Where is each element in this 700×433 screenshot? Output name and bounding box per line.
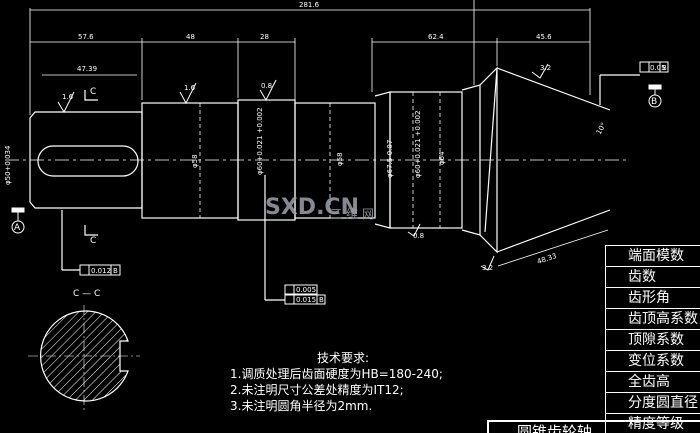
roughness-6: 0.8	[413, 232, 424, 240]
tol-3: 0.05	[650, 64, 666, 72]
section-cut-marks	[61, 74, 640, 301]
table-row: 齿形角	[606, 288, 700, 309]
dim-dia6: φ60+0.021 +0.002	[414, 110, 422, 178]
dim-d1: 57.6	[78, 33, 94, 41]
dim-d5: 45.6	[536, 33, 552, 41]
roughness-5: 3.2	[482, 264, 493, 272]
cut-label-bottom: C	[90, 236, 96, 246]
table-row: 齿顶高系数	[606, 309, 700, 330]
tol-1: 0.012	[91, 267, 111, 275]
roughness-symbols	[57, 63, 549, 271]
tol-2b: 0.015	[296, 296, 316, 304]
dim-dia3: φ60+0.021 +0.002	[256, 107, 264, 175]
dim-d3: 28	[260, 33, 269, 41]
table-row: 全齿高	[606, 372, 700, 393]
keyway-slot	[37, 145, 139, 177]
roughness-3: 0.8	[261, 82, 272, 90]
gear-parameter-table: 端面模数 齿数 齿形角 齿顶高系数 顶隙系数 变位系数 全齿高 分度圆直径 精度…	[605, 245, 700, 433]
angle-10: 10°	[595, 121, 608, 136]
technical-notes: 技术要求: 1.调质处理后齿面硬度为HB=180-240; 2.未注明尺寸公差处…	[230, 350, 443, 414]
dimension-texts: 281.6 57.6 48 28 62.4 45.6 47.39 48.33 φ…	[4, 1, 667, 304]
dim-total: 281.6	[299, 1, 320, 9]
tol-2-ref: B	[319, 296, 324, 304]
cut-label-top: C	[90, 87, 96, 97]
dim-cone: 48.33	[536, 252, 558, 266]
note-3: 3.未注明圆角半径为2mm.	[230, 399, 373, 413]
roughness-1: 1.6	[62, 93, 74, 101]
table-row: 变位系数	[606, 351, 700, 372]
tol-3-ref: B	[662, 64, 667, 72]
dim-d4: 62.4	[428, 33, 444, 41]
dim-dia1: φ50+0.034	[4, 145, 12, 185]
roughness-4: 3.2	[540, 64, 551, 72]
table-row: 端面模数	[606, 246, 700, 267]
notes-title: 技术要求:	[317, 351, 370, 365]
dim-d2: 48	[186, 33, 195, 41]
watermark-cn: 三维网	[330, 207, 379, 221]
note-2: 2.未注明尺寸公差处精度为IT12;	[230, 383, 404, 397]
datum-a-label: A	[14, 223, 21, 233]
dim-dia7: φ64	[438, 151, 446, 165]
datum-b-icon	[648, 84, 662, 108]
datum-b-label: B	[651, 97, 657, 107]
note-1: 1.调质处理后齿面硬度为HB=180-240;	[230, 367, 443, 381]
table-row: 分度圆直径	[606, 393, 700, 414]
title-block: 圆锥齿轮轴	[487, 420, 700, 433]
dim-dia2: φ58	[191, 154, 199, 168]
roughness-2: 1.6	[184, 84, 196, 92]
table-row: 齿数	[606, 267, 700, 288]
section-label: C — C	[73, 289, 100, 299]
hidden-lines	[199, 92, 441, 228]
dim-keyway: 47.39	[77, 65, 97, 73]
section-view-cc	[28, 305, 140, 410]
dim-dia4: φ58	[336, 152, 344, 166]
tol-1-ref: B	[113, 267, 118, 275]
tol-2a: 0.005	[296, 286, 316, 294]
dim-dia5: φ67.5-0.07	[386, 140, 394, 178]
shaft-outline	[29, 66, 611, 254]
dimension-lines	[29, 0, 609, 267]
watermark-logo: SXD.CN	[265, 195, 359, 220]
tolerance-frames	[79, 61, 669, 305]
datum-a-icon	[11, 207, 25, 234]
section-labels: A B C C C — C	[14, 87, 657, 299]
table-row: 顶隙系数	[606, 330, 700, 351]
